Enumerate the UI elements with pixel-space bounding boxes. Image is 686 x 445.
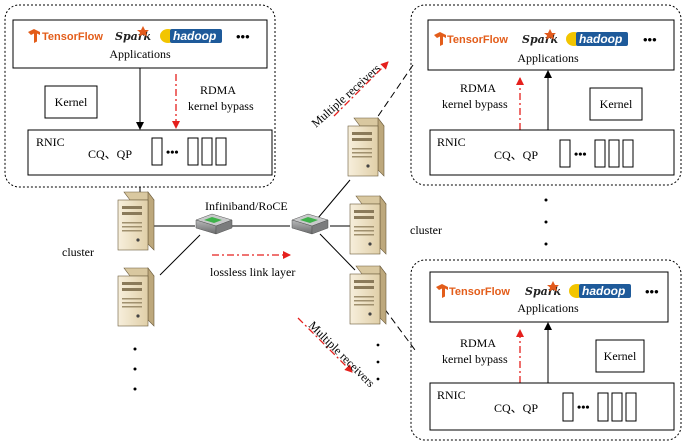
link-switch-server-bottom [319, 233, 356, 271]
cluster-left-label: cluster [62, 245, 94, 259]
right-nodes-ellipsis [544, 198, 548, 246]
right-bottom-rnic-label: RNIC [437, 388, 466, 402]
right-bottom-apps-label: Applications [517, 301, 579, 315]
right-bottom-queue-slots: ••• [562, 392, 637, 422]
right-top-more-apps: ••• [643, 32, 657, 47]
svg-text:TensorFlow: TensorFlow [447, 34, 508, 46]
svg-text:TensorFlow: TensorFlow [42, 31, 103, 43]
switch-right-icon [291, 213, 329, 235]
multiple-receivers-bottom-label: Multiple receivers [306, 318, 378, 390]
spark-logo-icon: Spark [525, 281, 562, 298]
left-rdma-label: RDMA [200, 83, 236, 97]
right-bottom-rdma-label: RDMA [460, 336, 496, 350]
left-kernel-label: Kernel [55, 95, 88, 109]
left-kernel-box [44, 85, 98, 119]
cluster-right-label: cluster [410, 223, 442, 237]
link-server-right-top-node [371, 64, 414, 126]
right-bottom-kernel-bypass-label: kernel bypass [442, 352, 508, 366]
multiple-receivers-top-arrow [333, 61, 389, 117]
right-top-node-frame [410, 4, 682, 186]
right-bottom-kernel-label: Kernel [604, 349, 637, 363]
server-right-bottom-icon [349, 265, 387, 325]
server-right-mid-icon [349, 195, 387, 255]
right-top-kernel-bypass-label: kernel bypass [442, 97, 508, 111]
left-rnic-label: RNIC [36, 135, 65, 149]
left-queue-slots: ••• [151, 137, 227, 166]
svg-text:•••: ••• [166, 145, 179, 159]
link-switch-server-top [317, 179, 351, 219]
spark-logo-icon: Spark [522, 29, 559, 46]
svg-text:•••: ••• [574, 147, 587, 161]
server-right-top-icon [347, 117, 385, 177]
tensorflow-logo-icon: TensorFlow [436, 284, 510, 298]
tensorflow-logo-icon: TensorFlow [28, 29, 103, 43]
right-bottom-more-apps: ••• [645, 284, 659, 299]
right-cluster-ellipsis [376, 343, 380, 381]
left-rnic-box [27, 129, 273, 176]
svg-text:hadoop: hadoop [579, 32, 622, 46]
right-top-apps-label: Applications [517, 51, 579, 65]
right-top-rdma-label: RDMA [460, 81, 496, 95]
link-left-server2-switch [159, 234, 201, 276]
left-node: TensorFlow Spark hadoop ••• Applications… [4, 4, 276, 188]
right-bottom-node: TensorFlow Spark hadoop ••• Applications… [410, 259, 682, 441]
server-left-bottom-icon [117, 267, 155, 327]
left-more-apps: ••• [236, 29, 250, 44]
right-top-kernel-label: Kernel [600, 97, 633, 111]
right-bottom-node-frame [410, 259, 682, 441]
right-top-node: TensorFlow Spark hadoop ••• Applications… [410, 4, 682, 186]
svg-text:•••: ••• [577, 400, 590, 414]
right-top-apps-box [427, 19, 675, 71]
svg-text:hadoop: hadoop [173, 29, 216, 43]
right-bottom-cq-qp-label: CQ、QP [494, 401, 538, 415]
svg-text:TensorFlow: TensorFlow [449, 286, 510, 298]
svg-text:hadoop: hadoop [582, 284, 625, 298]
right-top-cq-qp-label: CQ、QP [494, 148, 538, 162]
multiple-receivers-bottom-arrow [297, 317, 353, 373]
right-bottom-rnic-box [429, 382, 675, 431]
left-apps-label: Applications [109, 47, 171, 61]
left-cluster-ellipsis [133, 347, 137, 391]
tensorflow-logo-icon: TensorFlow [434, 32, 508, 46]
right-bottom-kernel-box [595, 339, 645, 373]
right-top-queue-slots: ••• [559, 139, 634, 168]
spark-logo-icon: Spark [115, 26, 152, 43]
switch-left-icon [195, 213, 233, 235]
right-top-rnic-box [429, 129, 675, 176]
left-kernel-bypass-label: kernel bypass [188, 99, 254, 113]
server-left-top-icon [117, 191, 155, 251]
hadoop-logo-icon: hadoop [569, 284, 631, 298]
link-type-label: Infiniband/RoCE [205, 199, 288, 213]
hadoop-logo-icon: hadoop [566, 32, 628, 46]
left-cq-qp-label: CQ、QP [88, 147, 132, 161]
hadoop-logo-icon: hadoop [160, 29, 222, 43]
right-top-rnic-label: RNIC [437, 135, 466, 149]
lossless-label: lossless link layer [210, 265, 295, 279]
right-top-kernel-box [589, 87, 643, 121]
